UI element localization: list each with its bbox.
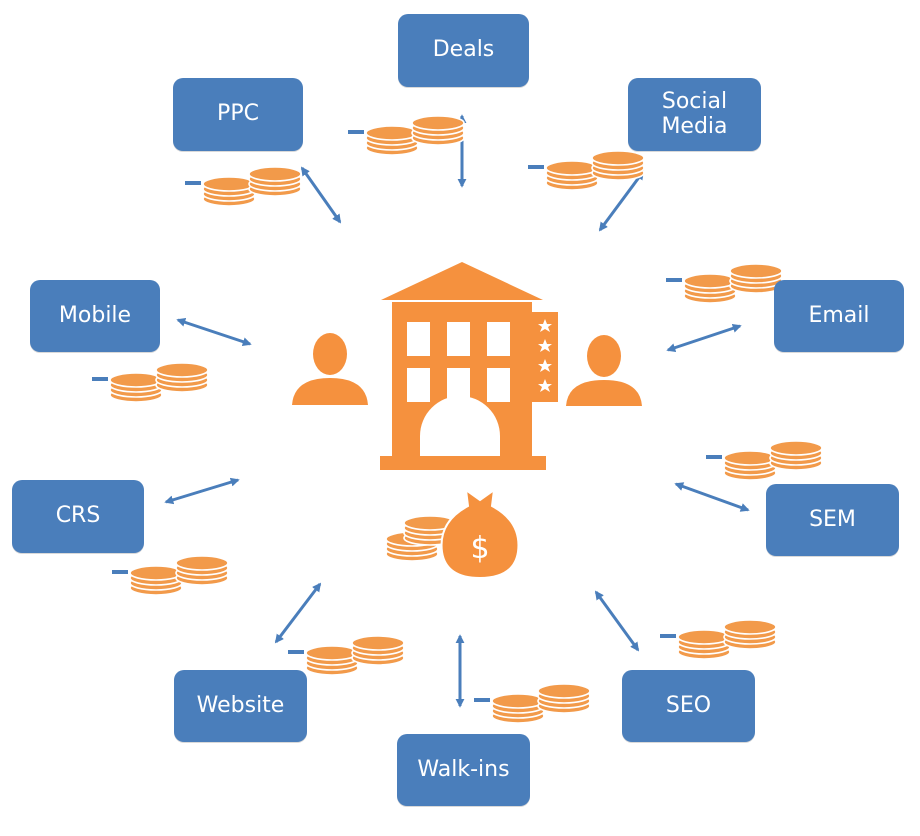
coin-stack-icon [185,167,301,206]
node-website-label: Website [196,692,285,718]
person-icon [566,335,642,406]
person-icon [292,333,368,405]
coin-stack-icon [288,636,404,675]
arrow-seo [594,590,640,652]
node-social-media: Social Media [628,78,761,151]
node-deals: Deals [398,14,529,87]
node-sem-label: SEM [809,506,856,532]
coin-stack-icon [92,363,208,402]
coin-stack-icon [112,556,228,595]
arrow-email [666,324,742,352]
hotel-building-icon [380,262,558,470]
node-email-label: Email [808,302,870,328]
arrow-ppc [300,166,342,224]
node-ppc: PPC [173,78,303,151]
arrow-mobile [176,318,252,346]
arrow-sem [674,482,750,512]
node-crs-label: CRS [55,503,101,529]
arrow-website [274,582,322,644]
node-crs: CRS [12,480,144,553]
coin-stack-icon [348,116,464,155]
node-seo: SEO [622,670,755,742]
arrow-crs [164,477,240,505]
coin-stack-icon [706,441,822,480]
node-mobile: Mobile [30,280,160,352]
connector-arrows [164,114,750,708]
node-walk-ins: Walk-ins [397,734,530,806]
currency-symbol: $ [470,531,489,566]
money-bag-icon: $ [385,487,520,580]
rating-stars [538,319,552,392]
node-walk-ins-label: Walk-ins [417,756,510,782]
coin-stack-icon [666,264,782,303]
node-sem: SEM [766,484,899,556]
node-social-media-label: Social Media [661,88,728,139]
coin-stack-icon [660,620,776,659]
node-mobile-label: Mobile [58,302,132,328]
node-deals-label: Deals [432,37,495,63]
coin-stack-icon [474,684,590,723]
arrow-social-media [598,170,645,232]
node-email: Email [774,280,904,352]
node-ppc-label: PPC [217,101,259,127]
node-website: Website [174,670,307,742]
coin-stack-icon [528,151,644,190]
node-seo-label: SEO [665,692,712,718]
